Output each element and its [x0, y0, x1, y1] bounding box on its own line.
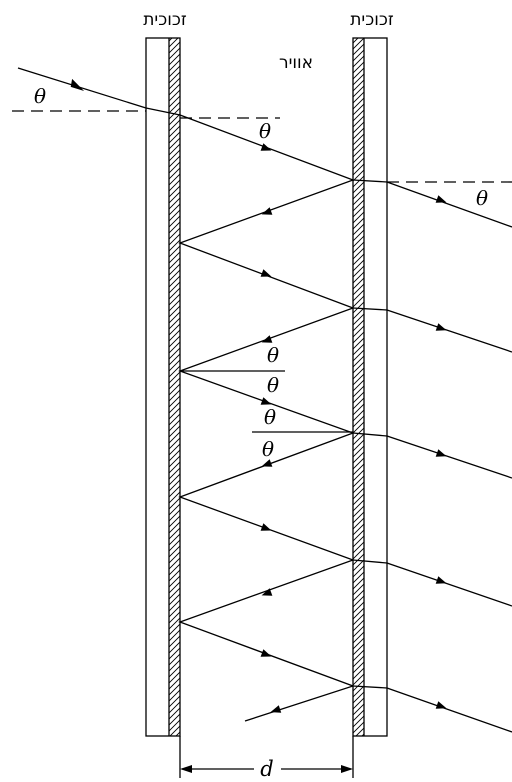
theta-label-right-lower: θ — [262, 437, 274, 461]
left-glass-plate — [145, 37, 181, 737]
right-glass-plate — [352, 37, 388, 737]
theta-label-exit: θ — [476, 186, 488, 210]
theta-label-inner: θ — [259, 119, 271, 143]
theta-label-left-lower: θ — [267, 373, 279, 397]
glass-label-right: זכוכית — [350, 10, 394, 30]
glass-label-left: זכוכית — [143, 10, 187, 30]
theta-label-right-upper: θ — [264, 405, 276, 429]
transmitted-rays — [352, 179, 512, 733]
distance-d-label: d — [260, 757, 273, 781]
internal-arrowheads — [260, 143, 282, 713]
air-label: אוויר — [279, 53, 313, 73]
theta-label-entry: θ — [34, 84, 46, 108]
incident-ray — [17, 67, 181, 116]
theta-label-left-upper: θ — [267, 343, 279, 367]
distance-d-dimension — [179, 736, 354, 778]
transmitted-arrowheads — [435, 195, 447, 709]
